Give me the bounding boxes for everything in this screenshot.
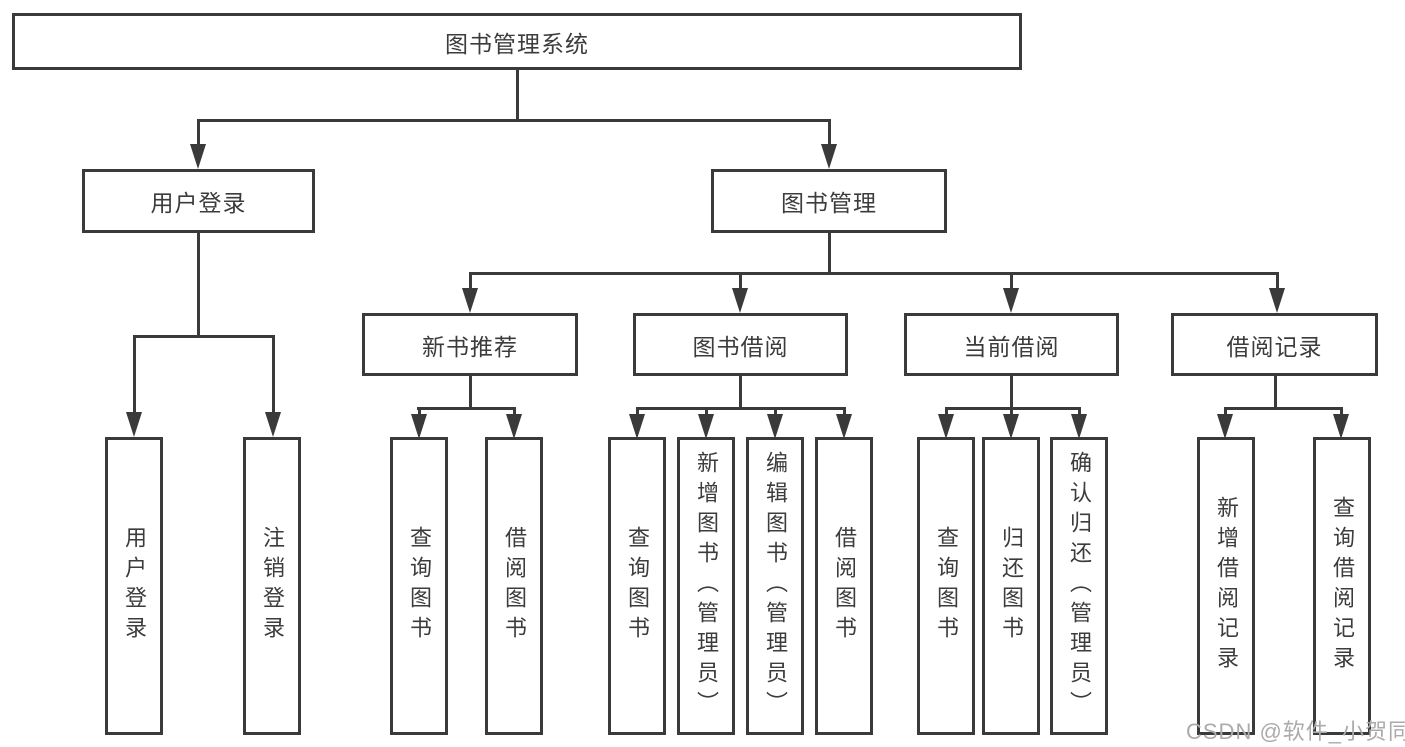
leaf-add-borrow-record: 新增借阅记录 [1197, 437, 1255, 735]
arrow-down-icon [836, 414, 852, 439]
connector-book-mgmt-stem [828, 233, 831, 275]
node-borrowing-records: 借阅记录 [1171, 313, 1378, 376]
arrow-down-icon [506, 414, 522, 439]
connector-arrow-stem [1010, 272, 1013, 290]
leaf-return-books: 归还图书 [982, 437, 1040, 735]
connector-new-book-hline [417, 407, 516, 410]
connector-arrow-stem [418, 407, 421, 416]
watermark: CSDN @软件_小贺同学 [1186, 719, 1405, 744]
connector-arrow-stem [272, 335, 275, 414]
connector-book-mgmt-hline [469, 272, 1279, 275]
connector-arrow-stem [513, 407, 516, 416]
connector-borrow-rec-stem [1274, 376, 1277, 410]
arrow-down-icon [698, 414, 714, 439]
arrow-down-icon [1003, 288, 1019, 313]
connector-cur-borrow-stem [1010, 376, 1013, 410]
arrow-down-icon [265, 412, 281, 437]
arrow-down-icon [126, 412, 142, 437]
arrow-down-icon [1003, 414, 1019, 439]
connector-arrow-stem [739, 272, 742, 290]
connector-arrow-stem [843, 407, 846, 416]
leaf-add-books-admin: 新增图书（管理员） [677, 437, 735, 735]
leaf-query-books: 查询图书 [917, 437, 975, 735]
connector-arrow-stem [636, 407, 639, 416]
connector-arrow-stem [1276, 272, 1279, 290]
connector-arrow-stem [945, 407, 948, 416]
connector-arrow-stem [1010, 407, 1013, 416]
connector-root-hline [197, 119, 831, 122]
arrow-down-icon [1071, 414, 1087, 439]
arrow-down-icon [411, 414, 427, 439]
node-book-borrowing: 图书借阅 [633, 313, 848, 376]
leaf-user-login: 用户登录 [105, 437, 163, 735]
connector-arrow-stem [469, 272, 472, 290]
connector-book-borrow-hline [636, 407, 845, 410]
arrow-down-icon [1333, 414, 1349, 439]
connector-user-login-hline [133, 335, 275, 338]
connector-arrow-stem [774, 407, 777, 416]
leaf-query-books: 查询图书 [390, 437, 448, 735]
arrow-down-icon [938, 414, 954, 439]
arrow-down-icon [190, 144, 206, 169]
leaf-borrow-books: 借阅图书 [815, 437, 873, 735]
connector-arrow-stem [133, 335, 136, 414]
node-library-management-system: 图书管理系统 [12, 13, 1022, 70]
arrow-down-icon [767, 414, 783, 439]
node-user-login: 用户登录 [82, 169, 315, 233]
leaf-query-borrow-record: 查询借阅记录 [1313, 437, 1371, 735]
connector-arrow-stem [828, 119, 831, 145]
leaf-logout: 注销登录 [243, 437, 301, 735]
arrow-down-icon [821, 144, 837, 169]
node-new-book-recommend: 新书推荐 [362, 313, 578, 376]
arrow-down-icon [629, 414, 645, 439]
arrow-down-icon [462, 288, 478, 313]
connector-arrow-stem [1340, 407, 1343, 416]
connector-arrow-stem [1224, 407, 1227, 416]
connector-new-book-stem [469, 376, 472, 410]
arrow-down-icon [1217, 414, 1233, 439]
connector-arrow-stem [705, 407, 708, 416]
leaf-confirm-return-admin: 确认归还（管理员） [1050, 437, 1108, 735]
leaf-query-books: 查询图书 [608, 437, 666, 735]
connector-arrow-stem [1078, 407, 1081, 416]
connector-arrow-stem [197, 119, 200, 145]
connector-borrow-rec-hline [1224, 407, 1342, 410]
connector-user-login-stem [197, 233, 200, 338]
node-book-management: 图书管理 [711, 169, 947, 233]
connector-book-borrow-stem [739, 376, 742, 410]
leaf-edit-books-admin: 编辑图书（管理员） [746, 437, 804, 735]
arrow-down-icon [732, 288, 748, 313]
connector-root-stem [516, 70, 519, 120]
leaf-borrow-books: 借阅图书 [485, 437, 543, 735]
arrow-down-icon [1269, 288, 1285, 313]
node-current-borrowing: 当前借阅 [904, 313, 1119, 376]
